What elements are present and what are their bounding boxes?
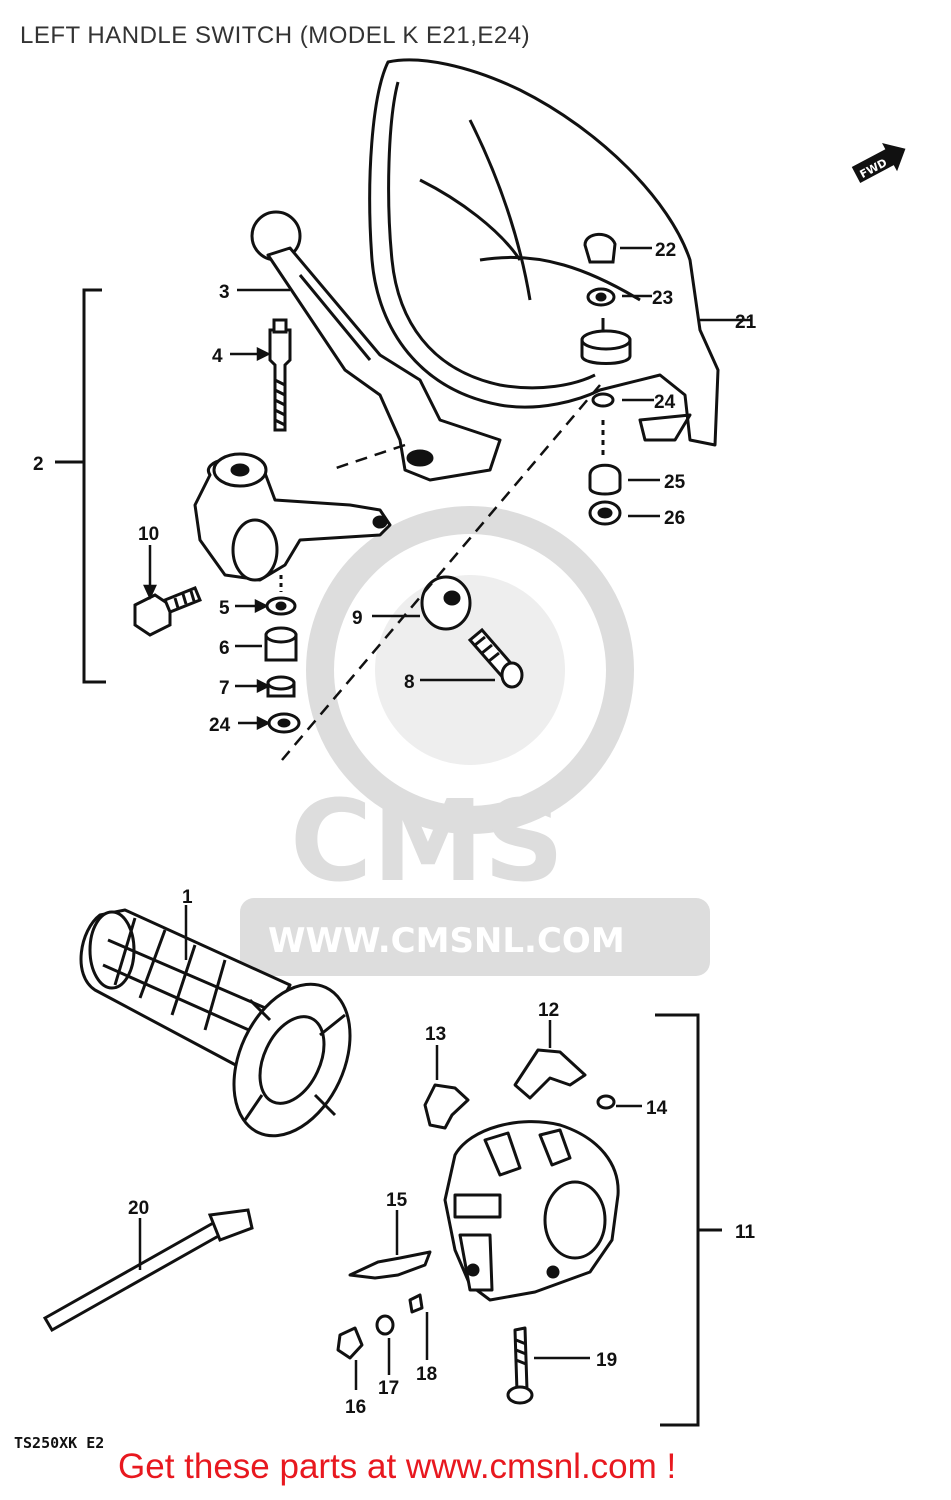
callout-22: 22 [655,240,676,261]
handle-grip [79,908,352,1138]
callout-leaders [138,246,752,1390]
footer-link[interactable]: Get these parts at www.cmsnl.com ! [118,1447,677,1486]
callout-11: 11 [735,1222,756,1243]
switch-housing [443,1120,620,1302]
callout-12: 12 [538,1000,559,1021]
callout-10: 10 [138,524,159,545]
callout-5: 5 [219,598,230,619]
callout-1: 1 [182,887,193,908]
assembly-bracket-11 [655,1013,722,1427]
callout-16: 16 [345,1397,366,1418]
callout-24-bottom: 24 [209,715,231,736]
callout-labels: 1 2 3 4 5 6 7 8 9 10 11 12 13 14 15 16 1… [33,240,757,1418]
assembly-guide-lines [281,384,601,761]
clutch-lever [250,210,502,482]
callout-13: 13 [425,1024,446,1045]
lever-holder [193,452,392,582]
guard-hardware [580,232,632,526]
callout-2: 2 [33,454,44,475]
callout-6: 6 [219,638,230,659]
callout-21: 21 [735,312,757,333]
cable-band [42,1208,254,1333]
callout-15: 15 [386,1190,408,1211]
hand-guard [368,58,720,447]
callout-3: 3 [219,282,230,303]
callout-23: 23 [652,288,673,309]
callout-20: 20 [128,1198,149,1219]
forward-direction-icon: FWD [851,143,906,183]
watermark-brand: CMS [290,777,564,907]
callout-18: 18 [416,1364,437,1385]
callout-9: 9 [352,608,363,629]
callout-14: 14 [646,1098,668,1119]
callout-17: 17 [378,1378,399,1399]
callout-24-top: 24 [654,392,676,413]
callout-8: 8 [404,672,415,693]
callout-25: 25 [664,472,686,493]
callout-4: 4 [212,346,223,367]
page-title: LEFT HANDLE SWITCH (MODEL K E21,E24) [20,22,531,49]
watermark-url: WWW.CMSNL.COM [268,921,625,961]
adjuster-parts [420,575,524,689]
pivot-bolt [268,318,292,432]
holder-washers [264,575,301,734]
watermark: CMS WWW.CMSNL.COM [240,506,710,976]
assembly-bracket-2 [55,288,106,684]
holder-bolt [133,586,202,637]
switch-small-parts [336,1048,616,1405]
callout-19: 19 [596,1350,617,1371]
callout-7: 7 [219,678,230,699]
callout-26: 26 [664,508,685,529]
model-code: TS250XK E2 [14,1434,105,1452]
